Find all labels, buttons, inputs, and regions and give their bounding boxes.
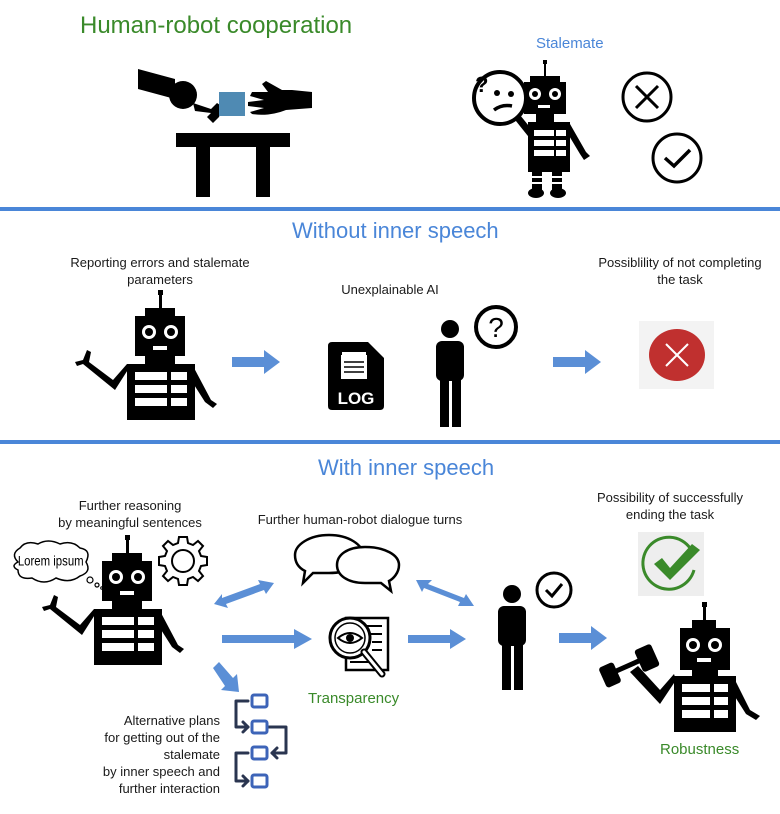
check-circle-icon xyxy=(651,132,703,184)
unexplainable-ai-label: Unexplainable AI xyxy=(341,282,439,297)
cube xyxy=(219,92,245,116)
robustness-label: Robustness xyxy=(660,741,740,758)
red-x-icon xyxy=(649,329,705,381)
further-reasoning-label: Further reasoning by meaningful sentence… xyxy=(58,498,202,530)
success-icon-box xyxy=(638,532,704,596)
svg-text:?: ? xyxy=(475,72,488,97)
thought-text: Lorem ipsum xyxy=(18,553,84,568)
reporting-errors-label: Reporting errors and stalemate parameter… xyxy=(70,255,250,287)
green-check-icon xyxy=(641,535,700,591)
robot-reporting-icon xyxy=(75,290,217,420)
speech-bubbles-icon xyxy=(293,533,401,595)
title-human-robot-cooperation: Human-robot cooperation xyxy=(80,12,353,39)
arrow-right-1 xyxy=(232,350,280,374)
robot-stalemate-icon xyxy=(524,60,590,198)
svg-text:?: ? xyxy=(488,312,504,343)
arrow-transparency-person xyxy=(408,629,466,649)
transparency-label: Transparency xyxy=(308,690,400,707)
transparency-magnifier-document-icon xyxy=(328,616,390,678)
person-satisfied-icon xyxy=(498,571,573,690)
human-hand-icon xyxy=(248,81,312,115)
arrow-robot-transparency xyxy=(222,629,312,649)
gear-icon xyxy=(158,536,208,586)
flowchart-plans-icon xyxy=(234,693,288,789)
robot-arm-icon xyxy=(138,69,223,123)
table-icon xyxy=(176,133,290,197)
section-divider-1 xyxy=(0,207,780,211)
stalemate-label: Stalemate xyxy=(536,35,604,52)
not-completing-label: Possiblility of not completing the task xyxy=(598,255,762,287)
title-with-inner-speech: With inner speech xyxy=(318,455,495,480)
log-file-icon: LOG xyxy=(328,342,384,410)
alternative-plans-label: Alternative plans for getting out of the… xyxy=(102,713,220,796)
title-without-inner-speech: Without inner speech xyxy=(292,218,499,243)
dialogue-turns-label: Further human-robot dialogue turns xyxy=(257,512,463,527)
thought-cloud-icon: Lorem ipsum xyxy=(13,540,104,590)
arrow-right-2 xyxy=(553,350,601,374)
arrow-person-robot xyxy=(559,626,607,650)
person-confused-icon: ? xyxy=(436,305,518,427)
section-divider-2 xyxy=(0,440,780,444)
robot-reasoning-icon xyxy=(42,535,184,665)
success-label: Possibility of successfully ending the t… xyxy=(597,490,743,522)
robot-robustness-icon xyxy=(599,602,760,732)
log-text: LOG xyxy=(338,389,375,408)
double-arrow-robot-dialogue xyxy=(214,580,274,608)
arrow-robot-plans xyxy=(213,662,239,692)
double-arrow-dialogue-person xyxy=(416,580,474,606)
x-circle-icon xyxy=(621,71,673,123)
